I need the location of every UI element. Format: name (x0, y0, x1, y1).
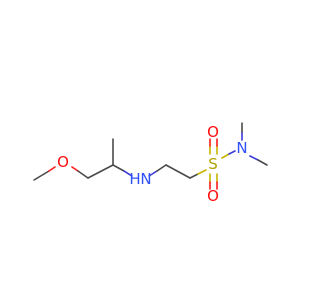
atom-n-amine: N (140, 170, 151, 188)
bond-n-methyl-right-n (249, 155, 259, 161)
bond-s-n (228, 150, 236, 155)
bond-methyl-o-ether-o (48, 166, 56, 172)
atom-s-sulfonyl: S (208, 155, 218, 173)
bond-n-methyl-right (257, 159, 268, 166)
bond-n-ch2-n (148, 170, 158, 177)
bond-ch-n (112, 164, 125, 172)
atom-o-sulfonyl-bottom: O (207, 187, 219, 205)
bond-ch2-s (189, 173, 199, 179)
bond-methyl-o-ether (33, 170, 50, 181)
bond-ch2-s-s (197, 169, 207, 175)
bond-ch-n-n (123, 170, 133, 177)
atom-h-amine: H (129, 170, 140, 188)
bond-o-ch2-o (71, 166, 79, 172)
atom-o-sulfonyl-top: O (207, 123, 219, 141)
bond-ch2-ch (87, 164, 114, 179)
bond-ch2-ch2 (165, 164, 191, 179)
bond-n-ch2 (156, 164, 167, 172)
atom-labels: O N H S O O N (57, 123, 248, 205)
bonds (33, 122, 268, 190)
bond-o-ch2 (77, 170, 89, 179)
atom-o-ether: O (57, 153, 69, 171)
bond-s-n-s (221, 153, 230, 159)
atom-n-amide: N (236, 139, 247, 157)
molecule-diagram: O N H S O O N (33, 122, 268, 205)
